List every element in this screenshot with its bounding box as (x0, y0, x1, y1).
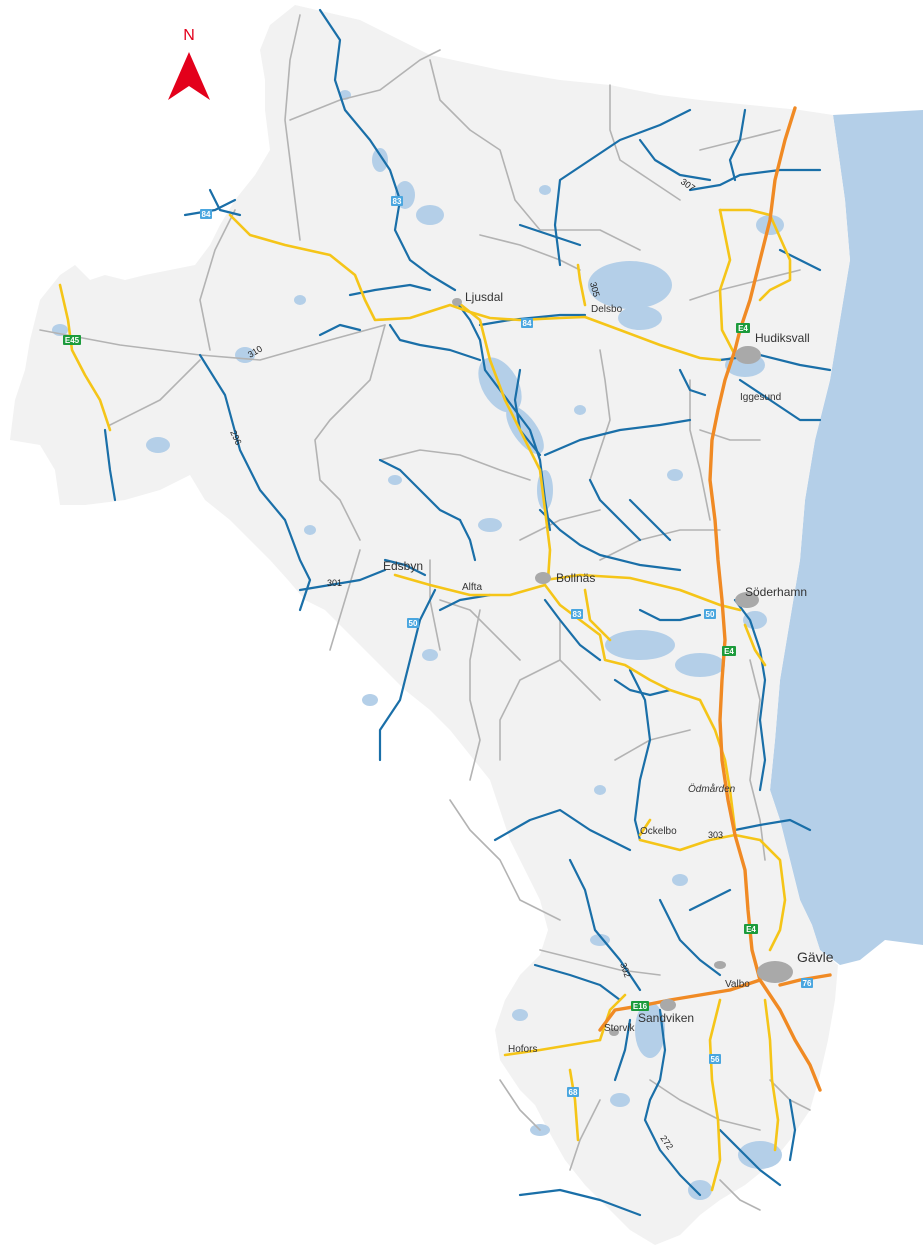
town-label-valbo[interactable]: Valbo (725, 979, 750, 990)
sea-area (770, 110, 923, 965)
town-label-gavle[interactable]: Gävle (797, 949, 834, 965)
shield-50-south[interactable]: 50 (407, 618, 419, 628)
town-label-sandviken[interactable]: Sandviken (638, 1011, 694, 1025)
svg-text:E4: E4 (746, 925, 756, 934)
town-label-hofors[interactable]: Hofors (508, 1044, 537, 1055)
town-label-delsbo[interactable]: Delsbo (591, 304, 623, 315)
svg-text:84: 84 (202, 210, 211, 219)
town-label-alfta[interactable]: Alfta (462, 582, 482, 593)
svg-text:68: 68 (569, 1088, 578, 1097)
town-label-bollnas[interactable]: Bollnäs (556, 571, 595, 585)
shield-e4-mid[interactable]: E4 (722, 646, 736, 656)
shield-e16[interactable]: E16 (631, 1001, 649, 1011)
road-number-302: 302 (618, 961, 633, 979)
shield-50-north[interactable]: 50 (704, 609, 716, 619)
north-label: N (183, 27, 195, 44)
urban-areas (452, 298, 793, 1036)
svg-text:56: 56 (711, 1055, 720, 1064)
shield-e4-south[interactable]: E4 (744, 924, 758, 934)
shield-84-mid[interactable]: 84 (521, 318, 533, 328)
svg-text:E4: E4 (738, 324, 748, 333)
north-arrow: N (168, 27, 210, 100)
regional-roads (103, 8, 832, 1217)
svg-text:50: 50 (706, 610, 715, 619)
road-shields: E45 E4 E4 E4 E16 84 84 83 (63, 196, 813, 1097)
town-label-storvik[interactable]: Storvik (604, 1023, 636, 1034)
town-labels: Ljusdal Delsbo Hudiksvall Iggesund Edsby… (383, 290, 834, 1055)
svg-text:E45: E45 (65, 336, 80, 345)
shield-83-south[interactable]: 83 (571, 609, 583, 619)
town-label-ockelbo[interactable]: Ockelbo (640, 826, 677, 837)
road-number-301: 301 (327, 578, 342, 588)
shield-e4-north[interactable]: E4 (736, 323, 750, 333)
town-label-odmarden[interactable]: Ödmården (688, 783, 736, 795)
shield-83-north[interactable]: 83 (391, 196, 403, 206)
road-number-305: 305 (588, 281, 602, 298)
shield-e45[interactable]: E45 (63, 335, 81, 345)
town-label-soderhamn[interactable]: Söderhamn (745, 585, 807, 599)
lakes (52, 90, 784, 1200)
svg-text:50: 50 (409, 619, 418, 628)
svg-text:83: 83 (393, 197, 402, 206)
north-arrow-icon (168, 52, 210, 100)
shield-76[interactable]: 76 (801, 978, 813, 988)
town-label-ljusdal[interactable]: Ljusdal (465, 290, 503, 304)
svg-text:E16: E16 (633, 1002, 648, 1011)
shield-68[interactable]: 68 (567, 1087, 579, 1097)
road-number-303: 303 (708, 830, 723, 840)
shield-84-west[interactable]: 84 (200, 209, 212, 219)
svg-text:84: 84 (523, 319, 532, 328)
secondary-roads (39, 14, 811, 1211)
town-label-iggesund[interactable]: Iggesund (740, 392, 781, 403)
svg-text:76: 76 (803, 979, 812, 988)
shield-56[interactable]: 56 (709, 1054, 721, 1064)
town-label-hudiksvall[interactable]: Hudiksvall (755, 331, 810, 345)
town-label-edsbyn[interactable]: Edsbyn (383, 559, 423, 573)
svg-text:83: 83 (573, 610, 582, 619)
svg-text:E4: E4 (724, 647, 734, 656)
